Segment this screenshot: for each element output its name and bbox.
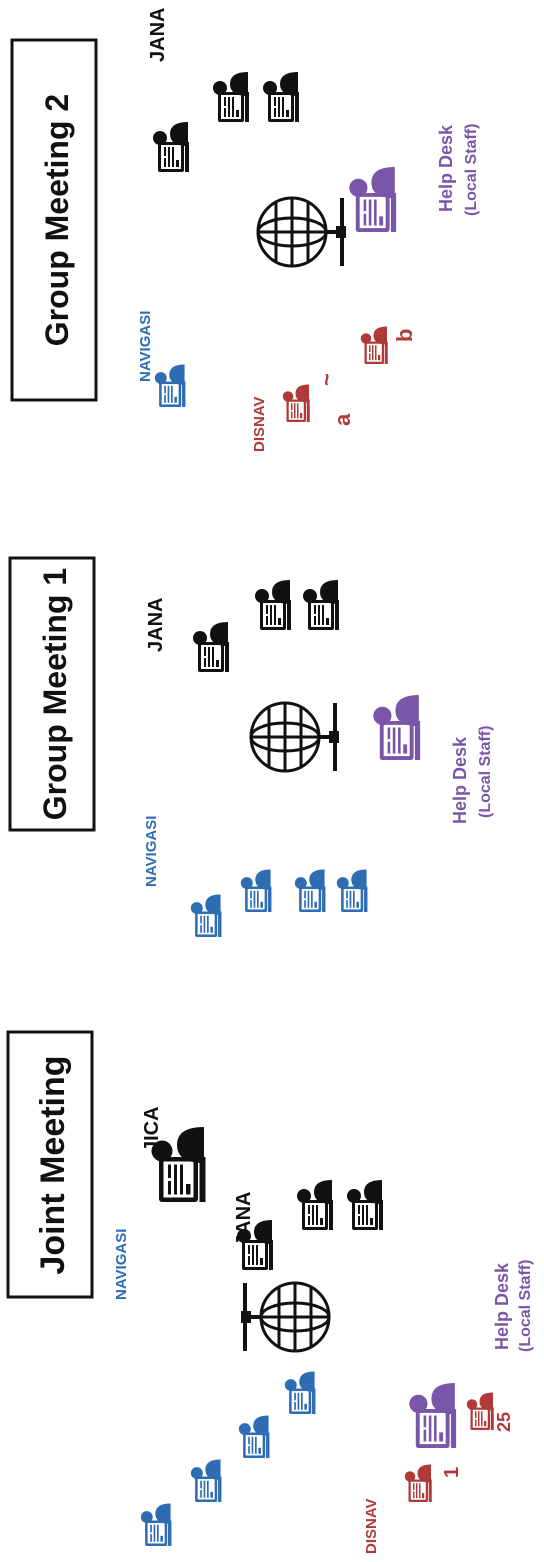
disnav-range-start: 1 (441, 1467, 463, 1478)
jana-persons-icon (193, 580, 339, 672)
jana-persons-icon (153, 72, 299, 172)
navigasi-person-icon (154, 364, 186, 407)
joint-meeting-title-box (6, 1030, 94, 1299)
disnav-range-end: 25 (494, 1412, 514, 1432)
helpdesk-person-icon (409, 1383, 457, 1448)
navigasi-persons-icon (190, 869, 368, 937)
group-meeting-1-title: Group Meeting 1 (37, 568, 73, 820)
helpdesk-label-line1: Help Desk (492, 1262, 512, 1350)
group-meeting-2-title-box (10, 38, 98, 402)
disnav-label: DISNAV (363, 1498, 380, 1554)
helpdesk-person-icon (349, 167, 397, 232)
helpdesk-label-line1: Help Desk (450, 736, 470, 824)
globe-network-icon (239, 1281, 331, 1353)
helpdesk-person-icon (373, 695, 421, 760)
jana-persons-icon (237, 1180, 383, 1270)
navigasi-persons-icon (140, 1371, 316, 1546)
jana-label: JANA (147, 8, 169, 62)
helpdesk-label-line2: (Local Staff) (517, 1260, 534, 1352)
disnav-range-tilde: ~ (314, 373, 339, 386)
navigasi-label: NAVIGASI (113, 1229, 130, 1300)
joint-meeting-title: Joint Meeting (34, 1055, 72, 1274)
jana-label: JANA (145, 598, 167, 652)
group-meeting-2-title: Group Meeting 2 (39, 94, 75, 346)
helpdesk-label-line1: Help Desk (436, 124, 456, 212)
helpdesk-label-line2: (Local Staff) (477, 726, 494, 818)
panel-joint-meeting: Joint Meeting JICA JANA NAVIGASI D (6, 1030, 534, 1554)
jica-label: JICA (141, 1106, 163, 1152)
globe-network-icon (249, 701, 341, 773)
globe-network-icon (256, 196, 348, 268)
group-meeting-1-title-box (8, 556, 96, 832)
panel-group-meeting-1: Group Meeting 1 NAVIGASI JANA Help Desk (8, 556, 494, 937)
disnav-label: DISNAV (251, 396, 268, 452)
disnav-range-end: b (392, 329, 417, 342)
navigasi-label: NAVIGASI (137, 311, 154, 382)
helpdesk-label-line2: (Local Staff) (463, 124, 480, 216)
panel-group-meeting-2: Group Meeting 2 NAVIGASI DISNAV a ~ b JA… (10, 8, 480, 452)
navigasi-label: NAVIGASI (143, 816, 160, 887)
disnav-range-start: a (330, 413, 355, 426)
